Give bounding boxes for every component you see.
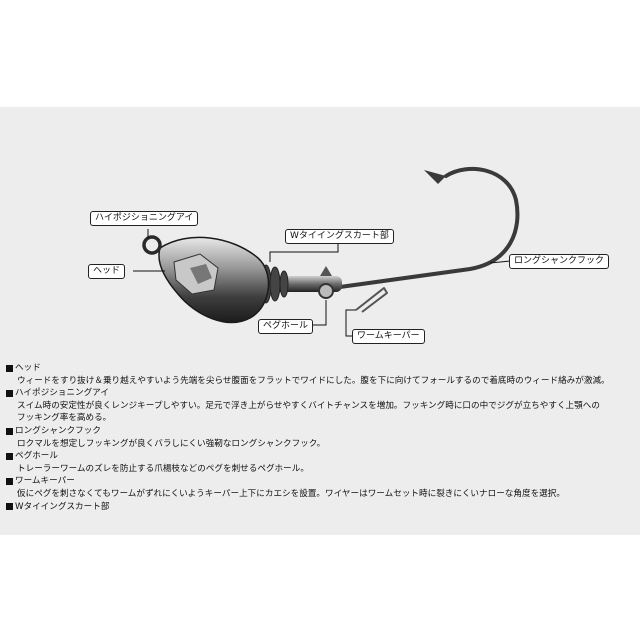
feature-item: ハイポジショニングアイ スイム時の安定性が良くレンジキープしやすい。足元で浮き上…	[6, 387, 634, 425]
feature-title: ロングシャンクフック	[15, 425, 101, 436]
bullet-square	[6, 503, 13, 511]
callout-head: ヘッド	[88, 264, 126, 279]
peg-hole	[318, 283, 334, 299]
callout-long-shank-hook: ロングシャンクフック	[509, 254, 610, 269]
bullet-square	[6, 389, 13, 397]
bullet-square	[6, 478, 13, 486]
feature-text: トレーラーワームのズレを防止する爪楊枝などのペグを刺せるペグホール。	[17, 463, 309, 474]
head-eye-inner	[190, 264, 212, 284]
feature-title: ワームキーパー	[15, 476, 75, 487]
feature-item: ワームキーパー 仮にペグを刺さなくてもワームがずれにくいようキーパー上下にカエシ…	[6, 475, 634, 500]
feature-title: ヘッド	[15, 363, 41, 373]
feature-item: ペグホール トレーラーワームのズレを防止する爪楊枝などのペグを刺せるペグホール。	[6, 450, 634, 475]
feature-text: ロクマルを想定しフッキングが良くバラしにくい強靭なロングシャンクフック。	[17, 438, 326, 449]
worm-keeper-wire	[355, 287, 388, 313]
bullet-square	[6, 452, 13, 460]
feature-item: ヘッド ウィードをすり抜け＆乗り越えやすいよう先端を尖らせ腹面をフラットでワイド…	[6, 362, 634, 387]
callout-worm-keeper: ワームキーパー	[352, 329, 425, 344]
callout-high-positioning-eye: ハイポジショニングアイ	[90, 211, 199, 226]
feature-item: ロングシャンクフック ロクマルを想定しフッキングが良くバラしにくい強靭なロングシ…	[6, 425, 634, 450]
feature-text: スイム時の安定性が良くレンジキープしやすい。足元で浮き上がらせやすくバイトチャン…	[17, 400, 600, 424]
feature-item: Wタイイングスカート部	[6, 501, 634, 514]
callout-w-tying-skirt: Wタイイングスカート部	[285, 229, 394, 244]
bullet-square	[6, 427, 13, 435]
feature-title: Wタイイングスカート部	[15, 501, 110, 512]
hook-barb	[424, 170, 446, 184]
feature-descriptions: ヘッド ウィードをすり抜け＆乗り越えやすいよう先端を尖らせ腹面をフラットでワイド…	[6, 362, 634, 513]
callout-peg-hole: ペグホール	[258, 319, 314, 334]
feature-text: 仮にペグを刺さなくてもワームがずれにくいようキーパー上下にカエシを設置。ワイヤー…	[17, 488, 565, 499]
jig-diagram	[133, 166, 520, 337]
feature-title: ハイポジショニングアイ	[15, 388, 109, 399]
hook-wire	[338, 166, 520, 289]
shank-tab	[320, 266, 332, 276]
feature-title: ペグホール	[15, 451, 58, 462]
background-panel	[0, 107, 640, 535]
feature-text: ウィードをすり抜け＆乗り越えやすいよう先端を尖らせ腹面をフラットでワイドにした。…	[17, 375, 610, 386]
line-tie-eye	[142, 235, 162, 255]
bullet-square	[6, 364, 13, 372]
